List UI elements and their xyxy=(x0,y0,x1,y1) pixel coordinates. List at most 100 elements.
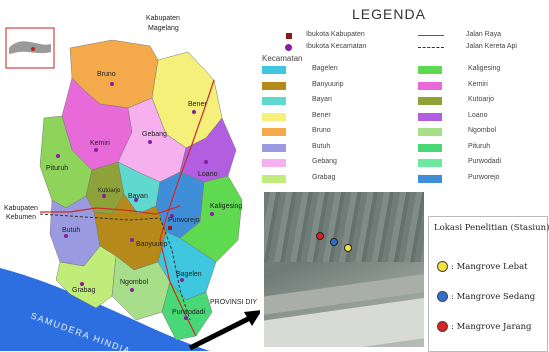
label-kabupaten-kebumen-1: Kabupaten xyxy=(4,205,38,212)
station-row-sedang: : Mangrove Sedang xyxy=(437,291,535,302)
legend-swatch-butuh xyxy=(262,143,286,152)
legend-rail-line xyxy=(418,47,444,48)
legend-swatch-ngombol xyxy=(418,128,442,136)
station-blue-dot xyxy=(330,238,338,246)
legend-swatch-purworejo xyxy=(418,174,442,183)
marker-bayan xyxy=(134,198,138,202)
station-label-jarang: : Mangrove Jarang xyxy=(451,322,532,332)
red-dot-icon xyxy=(437,321,448,332)
marker-kaligesing xyxy=(210,212,214,216)
marker-loano xyxy=(204,160,208,164)
marker-bagelen xyxy=(180,278,184,282)
marker-kutoarjo xyxy=(102,194,106,198)
legend-swatch-purwodadi xyxy=(418,159,442,167)
jalan-raya-road xyxy=(159,79,215,337)
marker-grabag xyxy=(80,282,84,286)
marker-pituruh xyxy=(56,154,60,158)
label-kutoarjo: Kutoarjo xyxy=(98,188,121,194)
station-row-jarang: : Mangrove Jarang xyxy=(437,321,532,332)
legend-ibukota-kecamatan: Ibukota Kecamatan xyxy=(306,43,367,50)
legend-swatch-bayan xyxy=(262,97,286,105)
legend-swatch-kutoarjo xyxy=(418,97,442,105)
legend-kecamatan-title: Kecamatan xyxy=(262,54,303,63)
label-butuh: Butuh xyxy=(62,227,80,234)
legend-label-pituruh: Pituruh xyxy=(468,142,491,150)
legend-label-bayan: Bayan xyxy=(312,96,332,103)
label-bruno: Bruno xyxy=(97,71,116,78)
pointer-arrow xyxy=(188,315,252,351)
marker-purwodadi xyxy=(184,316,188,320)
kabupaten-capital-marker xyxy=(168,226,172,230)
station-row-lebat: : Mangrove Lebat xyxy=(437,261,528,272)
inset-locator-map xyxy=(5,27,55,69)
label-ngombol: Ngombol xyxy=(120,279,148,286)
label-loano: Loano xyxy=(198,171,218,178)
label-kaligesing: Kaligesing xyxy=(210,203,242,210)
legend-swatch-bener xyxy=(262,112,286,121)
legend-label-kutoarjo: Kutoarjo xyxy=(468,96,495,103)
legend-swatch-kaligesing xyxy=(418,66,442,74)
legend-label-kaligesing: Kaligesing xyxy=(468,65,501,72)
jalan-kereta-api-rail xyxy=(39,213,191,321)
legend-title: LEGENDA xyxy=(352,6,426,22)
satellite-fields xyxy=(264,192,424,262)
satellite-inset xyxy=(264,192,424,347)
legend-kabupaten-marker xyxy=(286,33,292,39)
legend-label-gebang: Gebang xyxy=(312,158,337,165)
marker-ngombol xyxy=(130,288,134,292)
legend-jalan-raya: Jalan Raya xyxy=(466,31,502,38)
legend-label-butuh: Butuh xyxy=(312,142,331,150)
marker-butuh xyxy=(64,234,68,238)
legend-jalan-kereta-api: Jalan Kereta Api xyxy=(466,43,517,50)
label-kabupaten-magelang-1: Kabupaten xyxy=(146,15,180,22)
legend-label-grabag: Grabag xyxy=(312,173,336,181)
sea xyxy=(0,268,210,351)
legend-label-banyuurip: Banyuurip xyxy=(312,80,344,88)
marker-gebang xyxy=(148,140,152,144)
legend-label-bagelen: Bagelen xyxy=(312,65,338,72)
legend-road-line xyxy=(418,35,444,36)
marker-banyuurip xyxy=(130,238,134,242)
legend-label-purwodadi: Purwodadi xyxy=(468,158,502,165)
label-purwodadi: Purwodadi xyxy=(172,309,206,316)
legend-swatch-grabag xyxy=(262,174,286,183)
blue-dot-icon xyxy=(437,291,448,302)
legend-swatch-kemiri xyxy=(418,81,442,90)
legend-label-ngombol: Ngombol xyxy=(468,127,497,134)
station-legend: Lokasi Penelitian (Stasiun): : Mangrove … xyxy=(428,216,549,352)
district-map: Bruno Kemiri Gebang Bener Pituruh Loano … xyxy=(0,15,260,351)
station-label-sedang: : Mangrove Sedang xyxy=(451,292,536,302)
jalan-raya-road-west xyxy=(40,205,181,215)
legend-swatch-bruno xyxy=(262,128,286,136)
station-yellow-dot xyxy=(344,244,352,252)
station-red-dot xyxy=(316,232,324,240)
legend-label-bruno: Bruno xyxy=(312,127,331,134)
pointer-arrow-head xyxy=(244,310,260,326)
legend-kecamatan-marker xyxy=(285,44,292,51)
marker-purworejo xyxy=(170,214,174,218)
legend-swatch-gebang xyxy=(262,159,286,167)
legend-swatch-bagelen xyxy=(262,66,286,74)
label-kemiri: Kemiri xyxy=(90,140,110,147)
legend-ibukota-kabupaten: Ibukota Kabupaten xyxy=(306,31,365,38)
label-kabupaten-kebumen-2: Kebumen xyxy=(6,214,36,221)
yellow-dot-icon xyxy=(437,261,448,272)
label-bagelen: Bagelen xyxy=(176,271,202,278)
marker-bener xyxy=(192,110,196,114)
label-bener: Bener xyxy=(188,101,207,108)
legend-swatch-banyuurip xyxy=(262,81,286,90)
label-bayan: Bayan xyxy=(128,193,148,200)
kecamatan-markers xyxy=(56,82,214,320)
label-purworejo: Purworejo xyxy=(168,217,200,224)
label-gebang: Gebang xyxy=(142,131,167,138)
legend-label-purworejo: Purworejo xyxy=(468,173,500,181)
label-banyuurip: Banyuurip xyxy=(136,241,168,248)
legend-swatch-loano xyxy=(418,112,442,121)
station-legend-title: Lokasi Penelitian (Stasiun): xyxy=(434,223,549,233)
legend-swatch-pituruh xyxy=(418,143,442,152)
label-kabupaten-magelang-2: Magelang xyxy=(148,25,179,32)
label-grabag: Grabag xyxy=(72,287,95,294)
marker-bruno xyxy=(110,82,114,86)
label-provinsi-diy: PROVINSI DIY xyxy=(210,299,257,306)
station-label-lebat: : Mangrove Lebat xyxy=(451,262,528,272)
